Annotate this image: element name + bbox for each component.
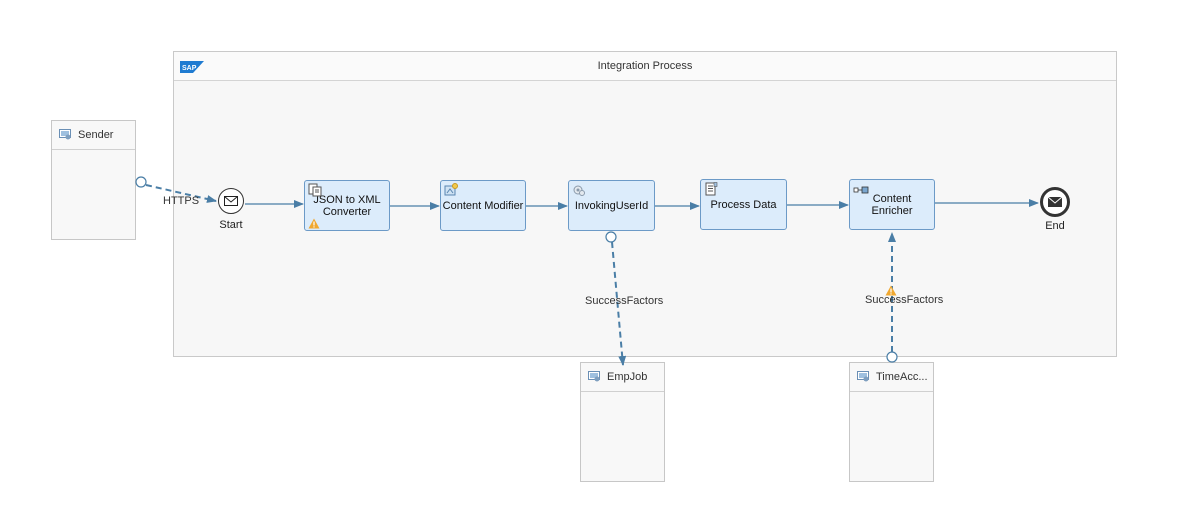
warning-icon[interactable] [885, 285, 897, 296]
step-label: Content Enricher [872, 193, 913, 217]
message-flow-timeacc[interactable] [886, 232, 898, 363]
step-label-line: JSON to XML [313, 193, 381, 206]
step-content-enricher[interactable]: Content Enricher [849, 179, 935, 230]
participant-timeacc[interactable]: TimeAcc... [849, 362, 934, 482]
content-modifier-icon [444, 183, 458, 196]
pool-header: SAP Integration Process [174, 52, 1116, 81]
step-label-line: Converter [322, 205, 372, 218]
step-process-data[interactable]: Process Data [700, 179, 787, 230]
message-flow-sender[interactable] [135, 176, 217, 203]
participant-label: TimeAcc... [876, 371, 928, 383]
converter-icon [308, 183, 322, 197]
svg-text:SAP: SAP [182, 65, 197, 72]
warning-icon[interactable] [308, 218, 320, 229]
step-json-to-xml-converter[interactable]: JSON to XML Converter [304, 180, 390, 231]
participant-sender[interactable]: Sender [51, 120, 136, 240]
channel-label-empjob[interactable]: SuccessFactors [585, 295, 664, 307]
step-invoking-user-id[interactable]: InvokingUserId [568, 180, 655, 231]
step-label: Content Modifier [442, 199, 524, 212]
system-icon [857, 371, 869, 382]
step-label-line: Content [872, 192, 912, 205]
participant-empjob[interactable]: EmpJob [580, 362, 665, 482]
participant-header: TimeAcc... [850, 363, 933, 392]
step-content-modifier[interactable]: Content Modifier [440, 180, 526, 231]
script-gear-icon [573, 185, 585, 196]
sap-logo: SAP [180, 61, 204, 73]
step-label: InvokingUserId [574, 199, 649, 212]
end-event-label: End [1045, 220, 1065, 232]
participant-label: EmpJob [607, 371, 648, 383]
enricher-icon [853, 186, 869, 194]
script-icon [705, 182, 718, 196]
system-icon [59, 129, 71, 140]
participant-header: Sender [52, 121, 135, 150]
start-event-label: Start [219, 219, 243, 231]
participant-header: EmpJob [581, 363, 664, 392]
envelope-icon [1048, 197, 1062, 207]
step-label: Process Data [710, 198, 777, 211]
step-label: JSON to XML Converter [313, 194, 380, 218]
envelope-icon [224, 196, 238, 206]
channel-label-https[interactable]: HTTPS [163, 195, 200, 207]
system-icon [588, 371, 600, 382]
message-flow-empjob[interactable] [605, 231, 627, 366]
channel-label-timeacc[interactable]: SuccessFactors [865, 294, 944, 306]
pool-title: Integration Process [597, 60, 693, 72]
end-event[interactable] [1040, 187, 1070, 217]
start-event[interactable] [218, 188, 244, 214]
participant-label: Sender [78, 129, 114, 141]
step-label-line: Enricher [871, 204, 913, 217]
